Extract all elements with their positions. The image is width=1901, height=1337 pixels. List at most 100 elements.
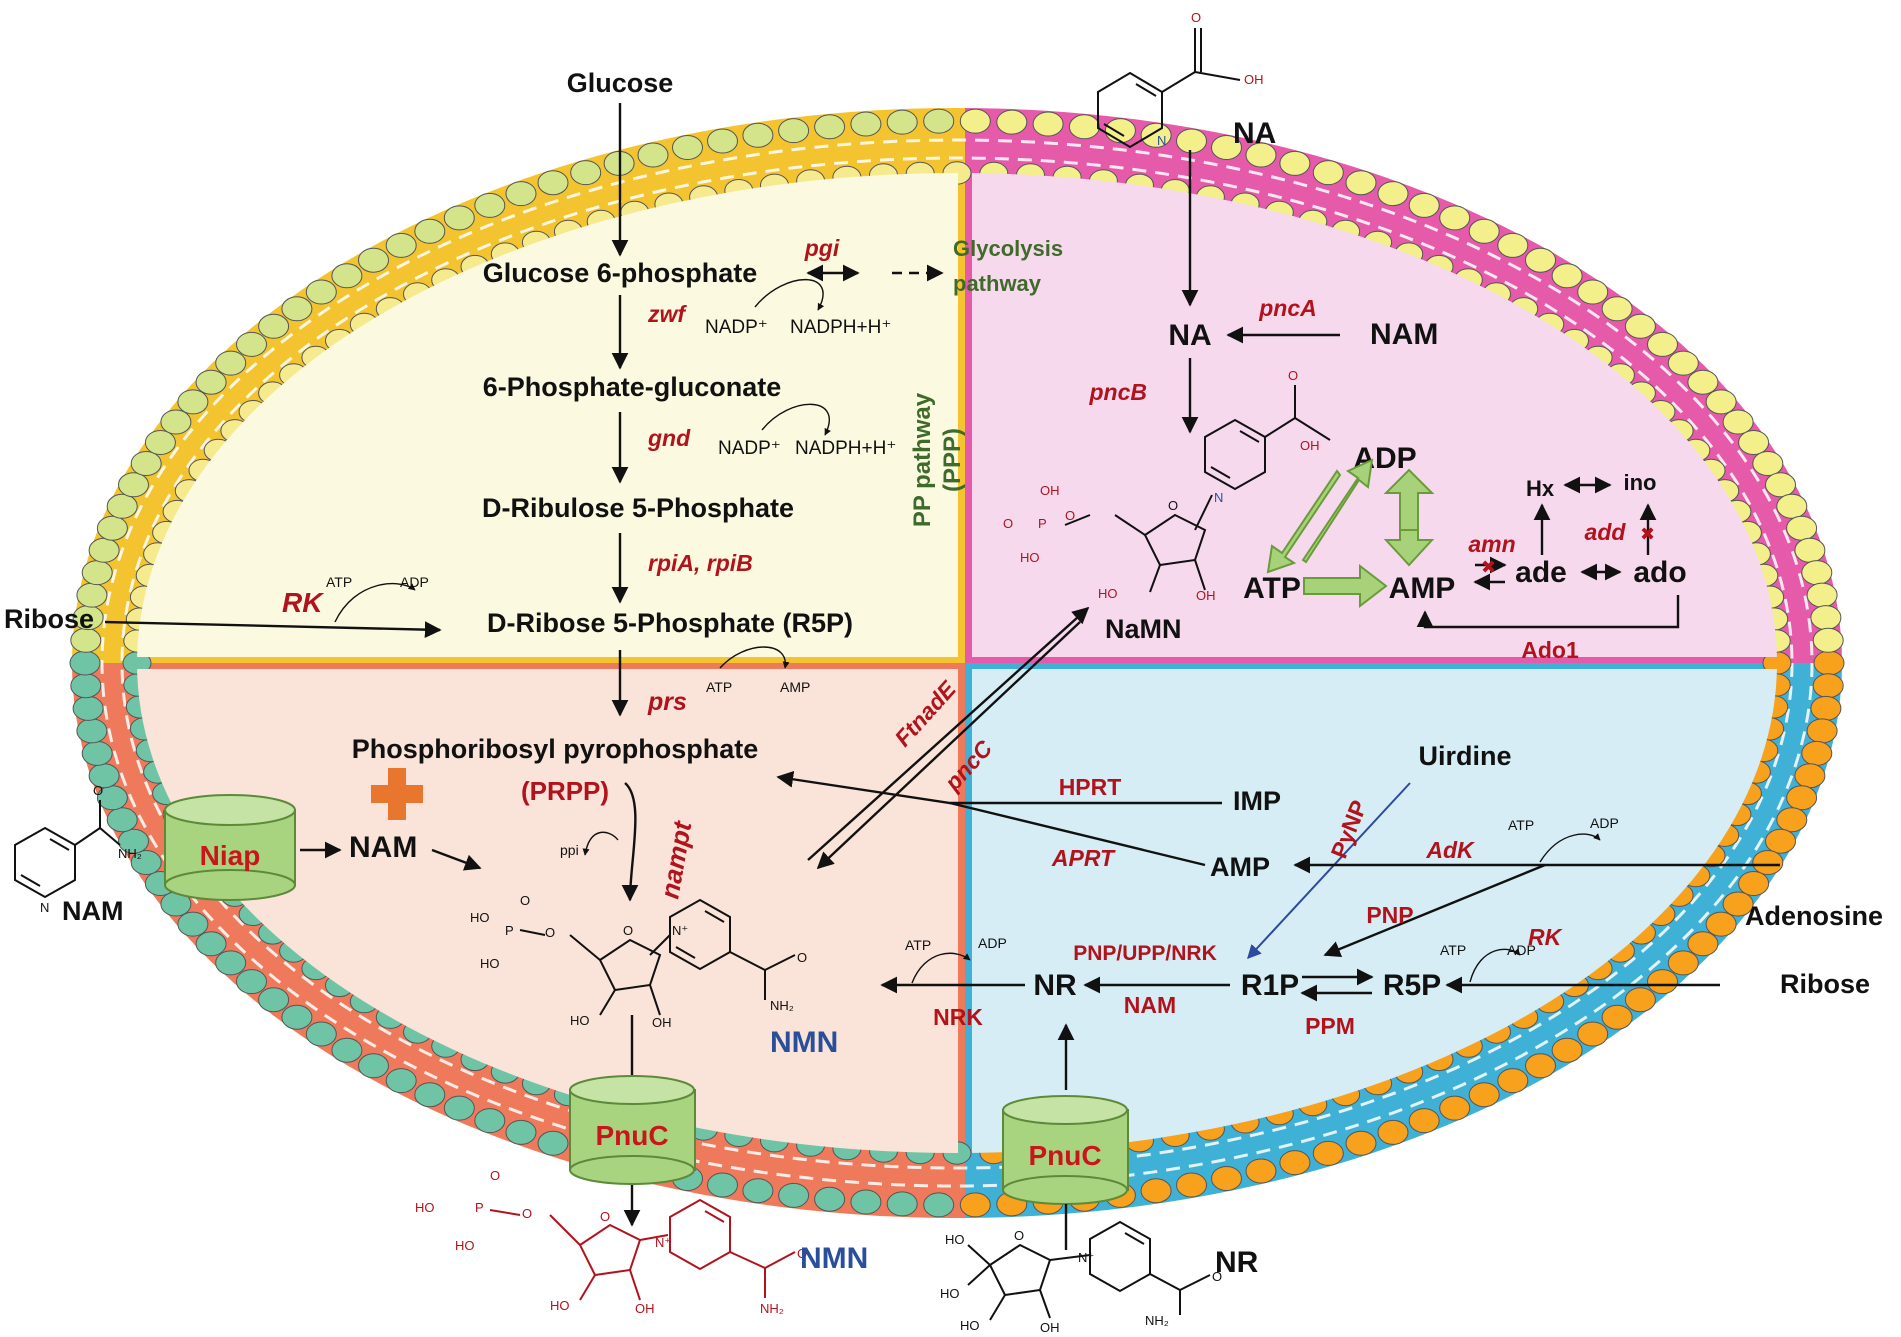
ino-label: ino (1624, 470, 1657, 495)
membrane-bead (1377, 181, 1409, 207)
svg-text:HO: HO (470, 910, 490, 925)
svg-text:O: O (797, 1246, 807, 1261)
adk-enzyme: AdK (1425, 837, 1475, 863)
nam-external-structure: O NH₂ N (14, 783, 142, 915)
membrane-bead (923, 108, 955, 134)
membrane-bead (474, 192, 506, 218)
membrane-bead (850, 1189, 882, 1215)
aprt-enzyme: APRT (1051, 845, 1116, 871)
svg-text:HO: HO (570, 1013, 590, 1028)
membrane-bead (258, 313, 290, 339)
membrane-bead (81, 740, 113, 766)
svg-text:PP pathway: PP pathway (909, 392, 936, 527)
svg-text:O: O (520, 893, 530, 908)
ribose-external-label: Ribose (4, 604, 94, 634)
membrane-bead (72, 695, 104, 721)
nam-salvage-pathway: ATP AMP prs Phosphoribosyl pyrophosphate… (14, 606, 1090, 1316)
imp-label: IMP (1233, 786, 1281, 816)
nam-external-label: NAM (62, 896, 124, 926)
rk-enzyme-right: RK (1528, 924, 1563, 950)
membrane-bead (1801, 740, 1833, 766)
membrane-bead (1813, 650, 1845, 676)
membrane-bead (358, 1053, 389, 1079)
membrane-bead (1140, 1178, 1172, 1204)
membrane-bead (144, 430, 176, 455)
membrane-bead (1032, 111, 1064, 137)
add-block-mark: ✖ (1640, 524, 1655, 544)
pnca-enzyme: pncA (1258, 295, 1317, 321)
svg-text:OH: OH (1196, 588, 1216, 603)
pnuc-right-label: PnuC (1028, 1140, 1101, 1171)
svg-text:HO: HO (480, 956, 500, 971)
niap-transporter: Niap (164, 794, 296, 901)
membrane-bead (537, 170, 569, 196)
amn-block-mark: ✖ (1481, 557, 1496, 577)
adp-cofactor-adk: ADP (1590, 815, 1619, 831)
membrane-bead (1794, 537, 1826, 563)
amn-enzyme: amn (1468, 531, 1515, 557)
membrane-bead (1468, 218, 1500, 244)
membrane-bead (215, 350, 247, 376)
membrane-bead (814, 114, 846, 140)
amp-cofactor-prs: AMP (780, 679, 810, 695)
svg-text:HO: HO (550, 1298, 570, 1313)
membrane-bead (1786, 515, 1818, 541)
membrane-bead (1624, 313, 1656, 339)
na-internal-label: NA (1168, 319, 1211, 352)
membrane-bead (443, 205, 475, 231)
membrane-bead (1647, 969, 1678, 995)
pnuc-left-label: PnuC (595, 1120, 668, 1151)
membrane-bead (236, 331, 267, 357)
membrane-bead (331, 1037, 363, 1063)
pnp-enzyme: PNP (1366, 902, 1413, 928)
svg-text:OH: OH (1300, 438, 1320, 453)
ado-label: ado (1633, 556, 1686, 589)
membrane-bead (1806, 582, 1838, 608)
membrane-bead (1667, 350, 1699, 376)
membrane-bead (923, 1192, 955, 1218)
membrane-bead (1765, 828, 1796, 854)
add-enzyme: add (1585, 519, 1627, 545)
membrane-bead (414, 218, 446, 244)
membrane-bead (106, 493, 138, 519)
ppp-rotated-label: PP pathway (PPP) (909, 392, 966, 527)
zwf-enzyme: zwf (647, 301, 687, 327)
ado1-enzyme: Ado1 (1521, 637, 1579, 663)
membrane-bead (505, 181, 537, 207)
rk-enzyme-left: RK (282, 587, 324, 618)
svg-text:O: O (1212, 1269, 1222, 1284)
membrane-bead (1245, 142, 1277, 168)
membrane-bead (215, 950, 247, 976)
svg-text:HO: HO (945, 1232, 965, 1247)
membrane-bead (1601, 1004, 1633, 1030)
hprt-enzyme: HPRT (1059, 774, 1122, 800)
membrane-bead (1312, 160, 1344, 186)
membrane-bead (1812, 627, 1844, 653)
adp-cofactor-rk-right: ADP (1507, 942, 1536, 958)
membrane-bead (959, 1192, 991, 1218)
membrane-bead (707, 128, 738, 154)
membrane-bead (1577, 279, 1609, 305)
nicotinic-acid-structure: O OH N (1097, 10, 1264, 149)
membrane-bead (1738, 871, 1770, 896)
membrane-bead (1551, 263, 1583, 289)
membrane-bead (130, 850, 162, 875)
nmn-external-label: NMN (800, 1242, 868, 1275)
membrane-bead (637, 142, 669, 168)
nr-external-structure (967, 1220, 1211, 1321)
membrane-bead (1752, 850, 1784, 875)
atp-cofactor-prs: ATP (706, 679, 732, 695)
svg-text:O: O (545, 925, 555, 940)
membrane-bead (1752, 451, 1784, 476)
membrane-bead (1312, 1140, 1344, 1166)
prs-enzyme: prs (647, 688, 687, 716)
svg-text:O: O (1288, 368, 1298, 383)
membrane-bead (1812, 673, 1844, 699)
membrane-bead (1497, 1068, 1529, 1094)
svg-text:HO: HO (415, 1200, 435, 1215)
membrane-bead (778, 1182, 810, 1208)
membrane-bead (1738, 430, 1770, 455)
pnuc-left-transporter: PnuC (569, 1075, 696, 1185)
membrane-bead (358, 247, 389, 273)
prpp-abbrev: (PRPP) (521, 776, 609, 806)
